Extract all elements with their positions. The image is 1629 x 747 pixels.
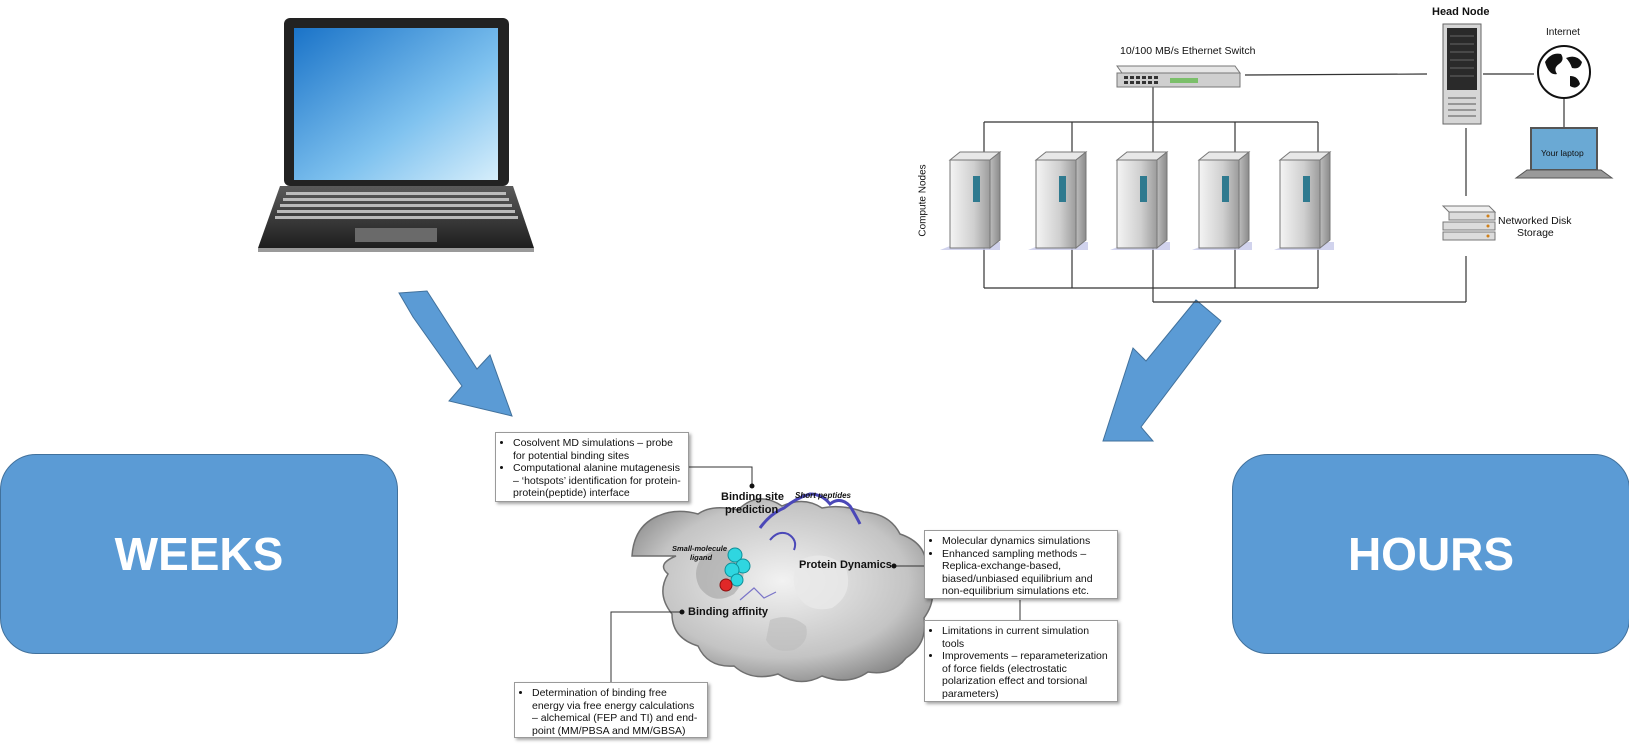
hours-panel: HOURS	[1232, 454, 1629, 654]
leader-lines	[610, 466, 1021, 682]
head-node-icon	[1442, 23, 1482, 125]
compute-node-icon	[1028, 150, 1088, 250]
protein-dynamics-label: Protein Dynamics	[799, 559, 892, 571]
your-laptop-label: Your laptop	[1541, 148, 1584, 158]
note-item: Enhanced sampling methods – Replica-exch…	[942, 548, 1111, 598]
note-item: Improvements – reparameterization of for…	[942, 650, 1111, 700]
storage-label-line1: Networked Disk	[1498, 215, 1572, 227]
limitations-note: Limitations in current simulation tools …	[924, 620, 1118, 702]
binding-site-label-line1: Binding site	[721, 491, 784, 503]
protein-dynamics-note: Molecular dynamics simulations Enhanced …	[924, 530, 1118, 599]
internet-label: Internet	[1546, 27, 1580, 38]
compute-node-icon	[1274, 150, 1334, 250]
binding-affinity-note: Determination of binding free energy via…	[514, 682, 708, 738]
hours-label: HOURS	[1347, 528, 1515, 580]
protein-surface-image	[631, 492, 934, 683]
note-item: Computational alanine mutagenesis – ‘hot…	[513, 462, 682, 500]
note-item: Determination of binding free energy via…	[532, 687, 701, 737]
weeks-label: WEEKS	[114, 528, 284, 580]
head-node-label: Head Node	[1432, 6, 1490, 18]
binding-site-note: Cosolvent MD simulations – probe for pot…	[495, 432, 689, 502]
laptop-icon	[258, 18, 534, 252]
compute-node-icon	[1192, 150, 1252, 250]
short-peptides-label: Short peptides	[795, 491, 852, 500]
cluster-wiring	[983, 73, 1565, 303]
disk-storage-icon	[1441, 205, 1497, 241]
small-laptop-icon	[1514, 127, 1614, 179]
binding-affinity-label: Binding affinity	[688, 606, 769, 618]
compute-node-icon	[940, 150, 1002, 250]
globe-icon	[1537, 45, 1591, 99]
switch-label: 10/100 MB/s Ethernet Switch	[1120, 45, 1256, 57]
binding-site-label-line2: prediction	[725, 504, 779, 516]
small-molecule-label-line2: ligand	[690, 553, 713, 562]
note-item: Cosolvent MD simulations – probe for pot…	[513, 437, 682, 462]
small-molecule-label-line1: Small-molecule	[672, 544, 728, 553]
arrow-down-right	[398, 290, 513, 417]
note-item: Molecular dynamics simulations	[942, 535, 1111, 548]
compute-nodes-label: Compute Nodes	[917, 164, 929, 237]
compute-node-icon	[1110, 150, 1170, 250]
ethernet-switch-icon	[1116, 65, 1241, 88]
arrow-down-left	[1102, 299, 1222, 442]
note-item: Limitations in current simulation tools	[942, 625, 1111, 650]
weeks-panel: WEEKS	[0, 454, 398, 654]
storage-label-line2: Storage	[1517, 227, 1554, 239]
